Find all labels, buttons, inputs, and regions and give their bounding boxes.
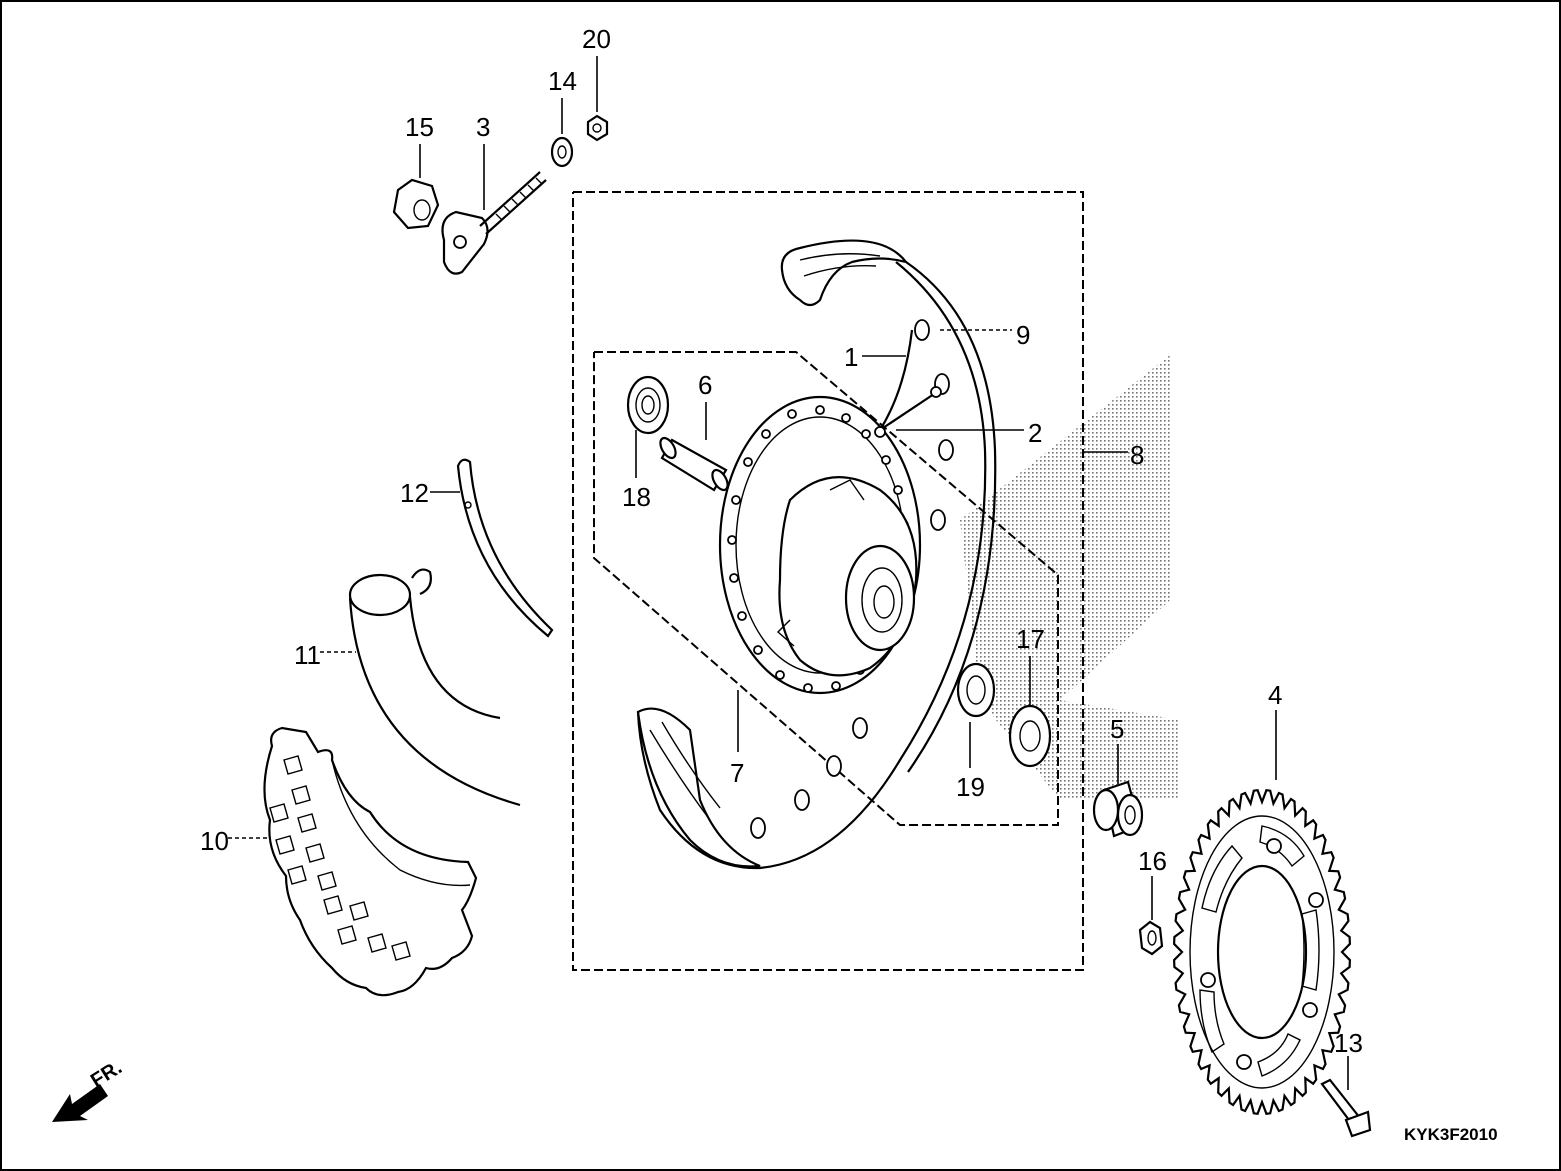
callout-17: 17 [1016, 624, 1045, 654]
front-indicator-label: FR. [87, 1057, 126, 1093]
sprocket-part [1172, 788, 1352, 1116]
dust-seal-part [1008, 704, 1052, 768]
shading-hatch [960, 355, 1180, 800]
leader-lines [228, 56, 1349, 1090]
callouts: 20 14 15 3 9 1 2 8 6 18 12 11 10 7 19 17… [200, 24, 1363, 1058]
assembly-box-7 [593, 351, 1059, 826]
callout-14: 14 [548, 66, 577, 96]
spokes-part [874, 329, 942, 438]
callout-13: 13 [1334, 1028, 1363, 1058]
sprocket-nut-part [1138, 920, 1164, 956]
callout-1: 1 [844, 342, 858, 372]
callout-19: 19 [956, 772, 985, 802]
callout-20: 20 [582, 24, 611, 54]
callout-6: 6 [698, 370, 712, 400]
callout-18: 18 [622, 482, 651, 512]
tire-part [263, 726, 478, 997]
hub-part [718, 395, 922, 695]
bearing-19-part [956, 662, 996, 718]
collar-part [659, 436, 729, 492]
callout-9: 9 [1016, 320, 1030, 350]
inner-tube-part [348, 568, 521, 807]
front-arrow-icon: FR. [52, 1057, 126, 1122]
callout-7: 7 [730, 758, 744, 788]
side-collar-part [1092, 780, 1144, 838]
sprocket-bolt-part [1320, 1078, 1372, 1138]
callout-3: 3 [476, 112, 490, 142]
callout-4: 4 [1268, 680, 1282, 710]
chain-adjuster-part [441, 171, 547, 275]
assembly-box-8 [572, 191, 1084, 971]
flange-nut-part [392, 178, 440, 230]
small-nut-part [586, 114, 609, 142]
callout-5: 5 [1110, 714, 1124, 744]
callout-11: 11 [294, 640, 321, 670]
washer-part [550, 136, 574, 168]
callout-12: 12 [400, 478, 429, 508]
callout-15: 15 [405, 112, 434, 142]
callout-2: 2 [1028, 418, 1042, 448]
diagram-code: KYK3F2010 [1404, 1125, 1498, 1144]
callout-16: 16 [1138, 846, 1167, 876]
bearing-18-part [626, 375, 670, 435]
callout-8: 8 [1130, 440, 1144, 470]
callout-10: 10 [200, 826, 229, 856]
rim-part [636, 239, 997, 870]
rim-band-part [456, 458, 554, 638]
